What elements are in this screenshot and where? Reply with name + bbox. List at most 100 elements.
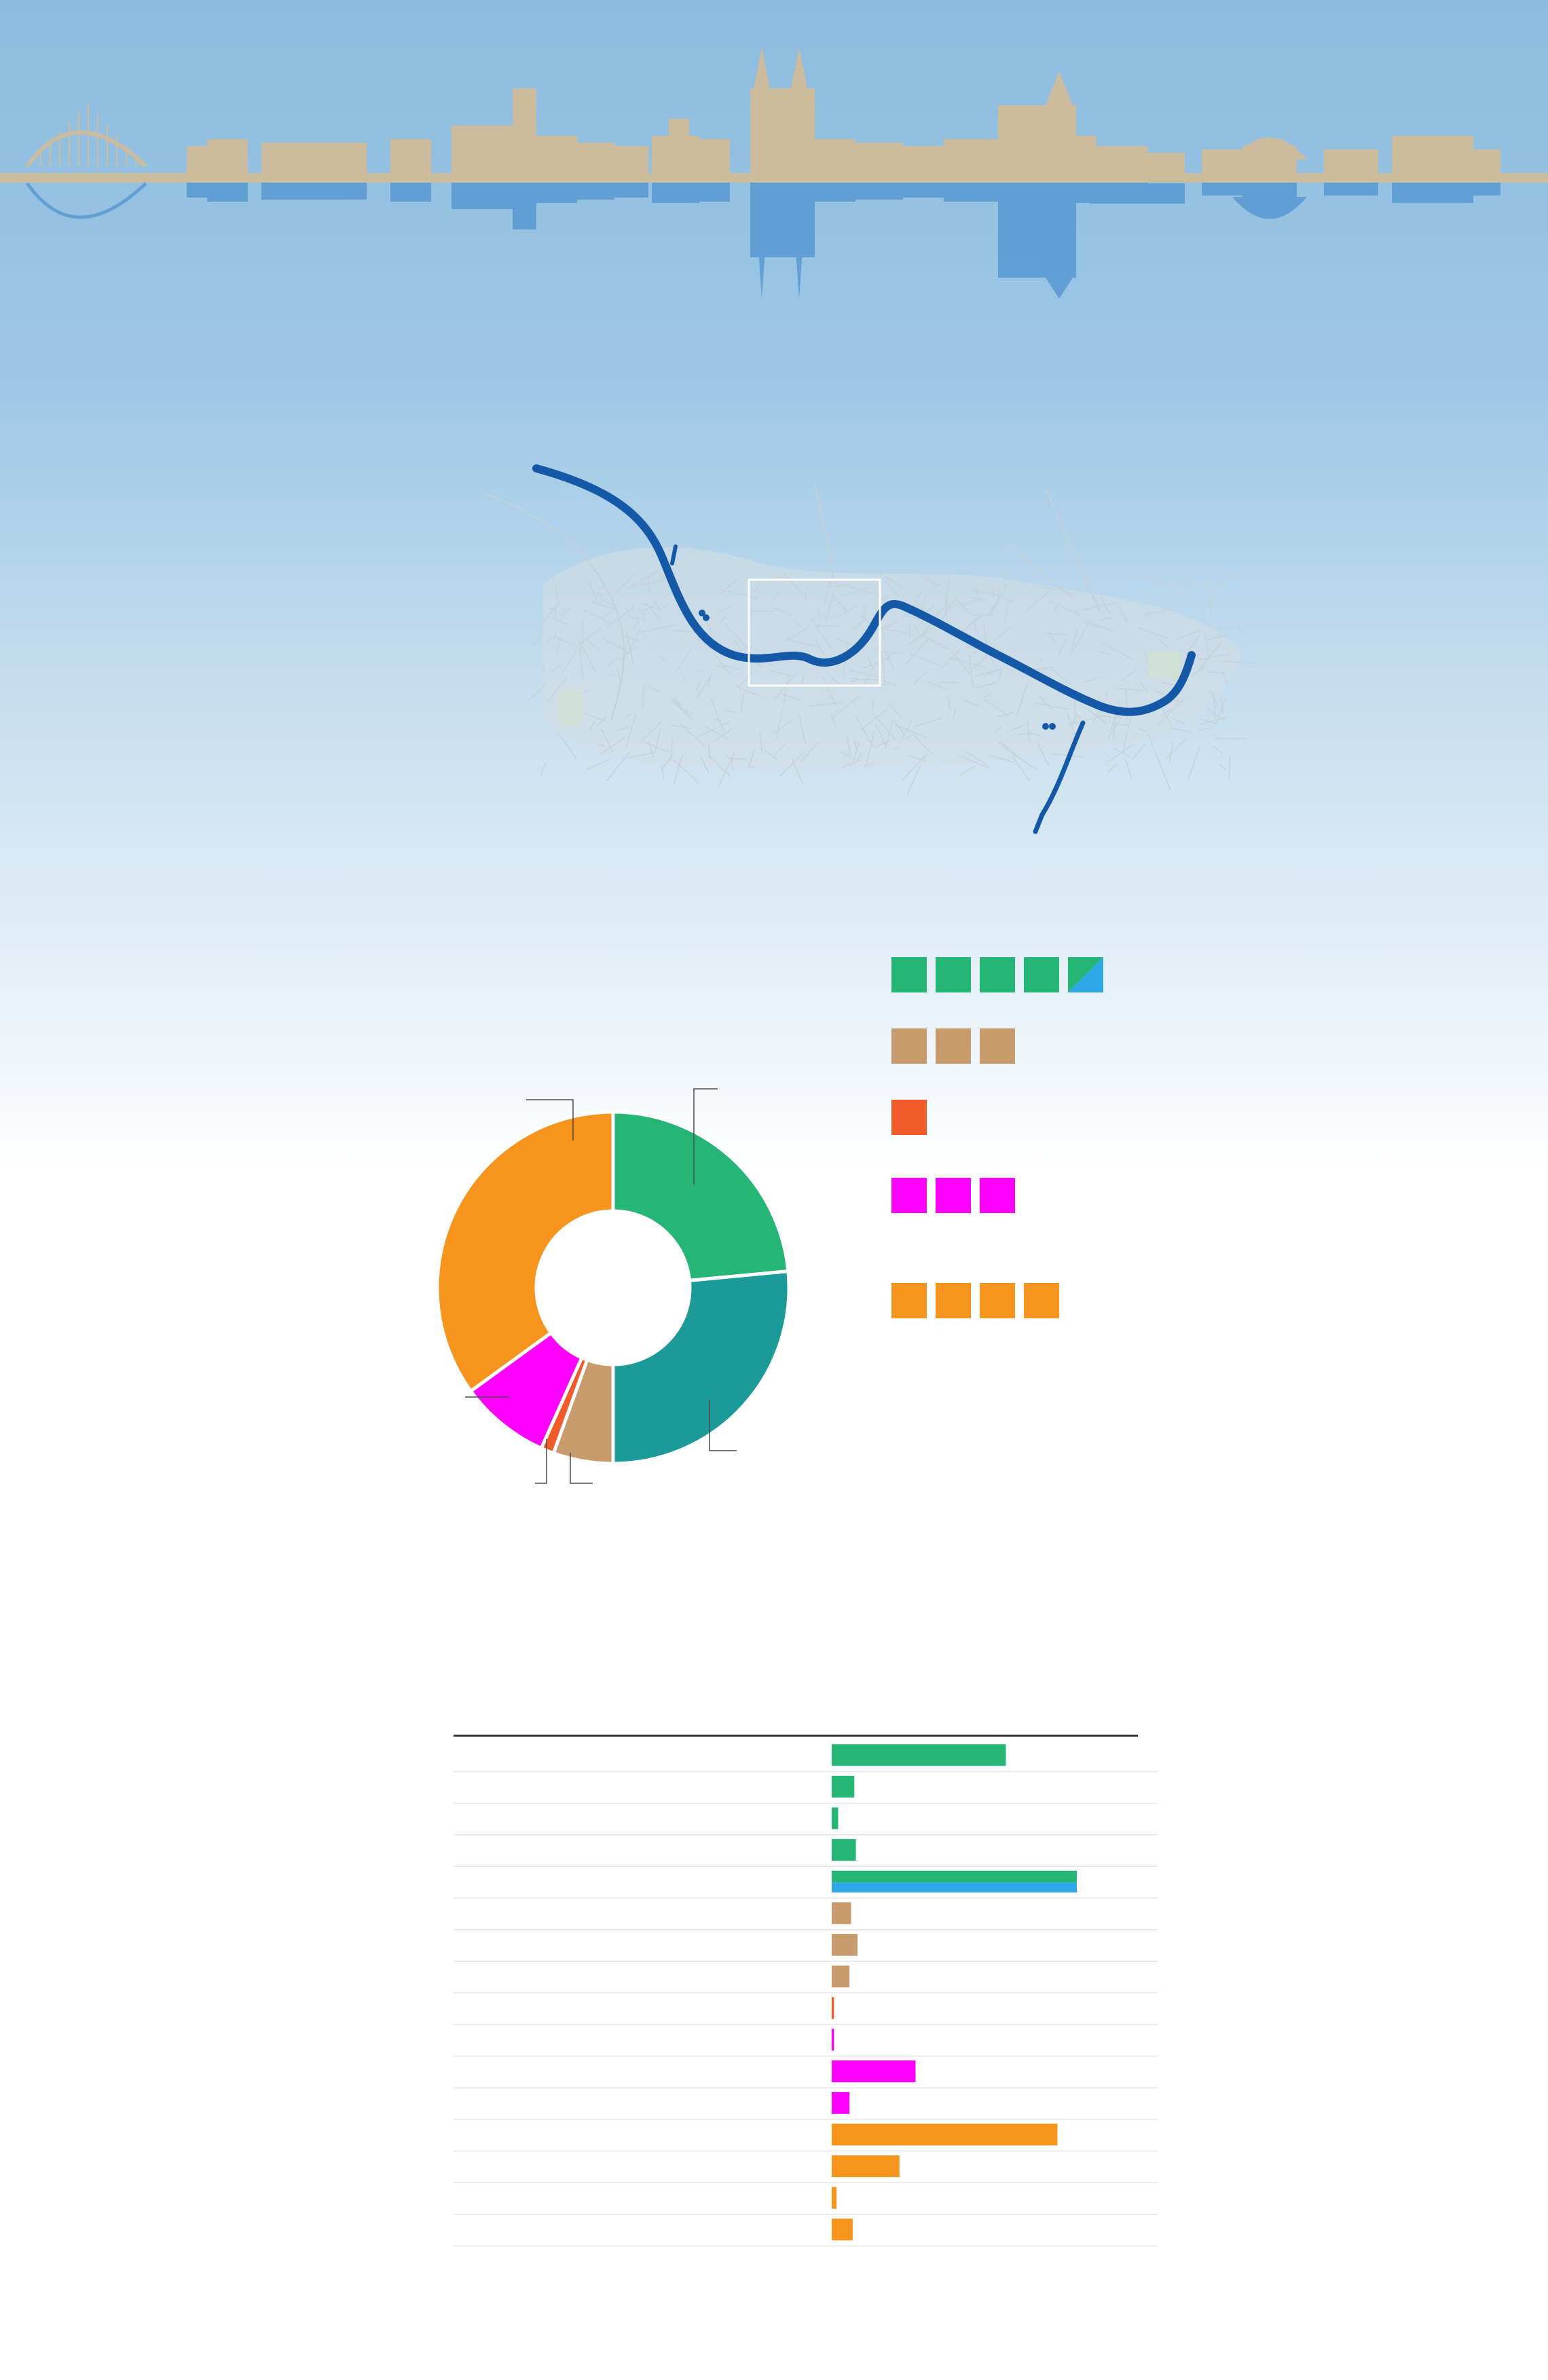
street xyxy=(587,639,600,652)
street xyxy=(647,576,650,598)
street xyxy=(1035,702,1069,710)
street xyxy=(846,735,851,756)
street xyxy=(1198,642,1222,670)
bar xyxy=(832,1775,855,1798)
street xyxy=(713,652,730,674)
street xyxy=(555,637,561,655)
street xyxy=(697,638,712,650)
road xyxy=(1045,488,1101,612)
street xyxy=(661,603,669,610)
street xyxy=(1082,602,1119,611)
street xyxy=(1069,625,1088,656)
street xyxy=(854,740,858,750)
street xyxy=(564,675,568,684)
street xyxy=(1131,743,1146,761)
bar xyxy=(832,1965,850,1988)
street xyxy=(612,572,636,597)
street xyxy=(632,620,639,630)
street xyxy=(705,726,728,739)
street xyxy=(989,754,1014,763)
street xyxy=(1070,629,1078,651)
street xyxy=(921,635,949,650)
street xyxy=(843,644,849,679)
street xyxy=(883,646,895,671)
pond xyxy=(699,610,705,616)
square-unit-icon xyxy=(936,1028,971,1064)
donut-slice-teal xyxy=(611,1269,791,1466)
skyline-reflection xyxy=(187,183,207,198)
street xyxy=(946,577,950,609)
street xyxy=(855,715,874,747)
street xyxy=(615,726,630,732)
street xyxy=(1011,724,1026,731)
street xyxy=(876,596,890,602)
street xyxy=(724,754,734,761)
street xyxy=(874,739,891,748)
street xyxy=(641,721,662,742)
street xyxy=(624,713,632,718)
donut-leader-line xyxy=(526,1099,574,1140)
street xyxy=(650,687,659,692)
street xyxy=(928,681,946,690)
skyline-building xyxy=(699,139,730,173)
street xyxy=(864,762,874,766)
street xyxy=(963,699,980,707)
street xyxy=(1211,601,1215,614)
street xyxy=(1200,718,1217,725)
street xyxy=(1228,754,1231,779)
street xyxy=(774,673,796,701)
street xyxy=(1026,730,1042,737)
street xyxy=(1149,579,1158,591)
donut-leader-lines xyxy=(465,1088,737,1484)
street xyxy=(1162,682,1174,686)
street xyxy=(831,676,841,686)
street xyxy=(685,709,693,715)
street xyxy=(1217,604,1226,609)
street xyxy=(758,730,763,754)
skyline-reflection xyxy=(699,183,730,202)
street xyxy=(639,604,657,613)
donut-slice-green xyxy=(611,1110,790,1283)
street xyxy=(786,638,821,648)
street xyxy=(841,582,874,595)
street xyxy=(622,613,638,620)
street xyxy=(975,667,1002,677)
street xyxy=(959,598,982,606)
street xyxy=(720,578,737,595)
street xyxy=(1081,621,1100,629)
street xyxy=(710,698,724,732)
skyline-building xyxy=(187,146,207,173)
street xyxy=(948,656,985,668)
street xyxy=(768,663,775,667)
street xyxy=(823,614,827,622)
street xyxy=(974,587,979,597)
street xyxy=(592,613,613,625)
skyline-building xyxy=(614,146,648,173)
street xyxy=(832,695,860,720)
skyline-building xyxy=(513,88,536,173)
street xyxy=(526,683,547,702)
street xyxy=(646,743,669,753)
pond xyxy=(1049,723,1056,730)
street xyxy=(809,701,843,707)
street xyxy=(842,760,861,768)
street xyxy=(640,624,676,633)
street xyxy=(724,623,749,650)
street xyxy=(1220,696,1223,715)
skyline-building xyxy=(261,143,367,173)
street xyxy=(714,665,726,668)
street xyxy=(1039,695,1052,710)
street xyxy=(860,708,889,731)
skyline-building xyxy=(1473,149,1500,173)
street xyxy=(953,596,972,615)
street xyxy=(719,589,750,596)
street xyxy=(972,597,986,600)
street xyxy=(1067,712,1077,739)
street xyxy=(1197,658,1209,660)
street xyxy=(893,720,905,735)
street xyxy=(559,733,577,760)
street xyxy=(725,709,736,713)
street xyxy=(671,698,687,713)
street xyxy=(748,749,756,767)
street xyxy=(606,605,635,629)
